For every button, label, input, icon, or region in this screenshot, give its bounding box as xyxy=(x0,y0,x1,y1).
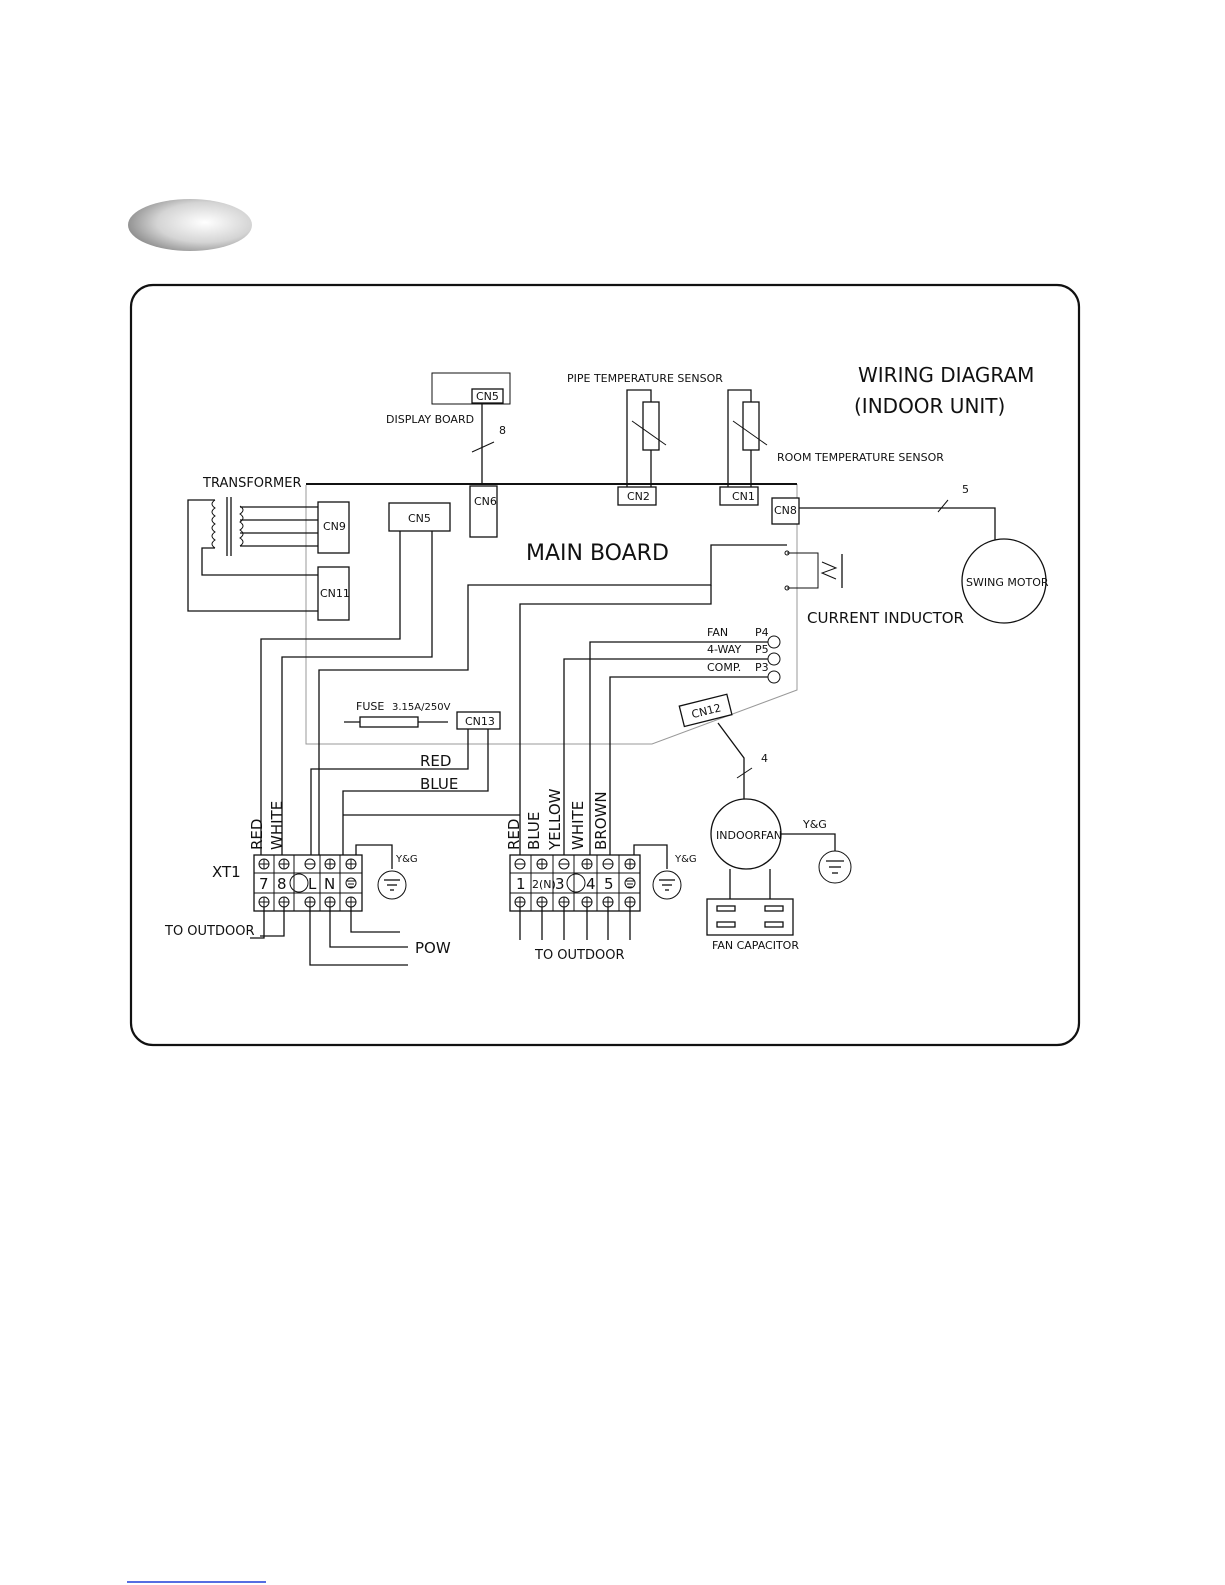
relays: FAN P4 4-WAY P5 COMP. P3 xyxy=(519,585,781,855)
cn5-display-connector: CN5 xyxy=(476,390,499,403)
main-board-label: MAIN BOARD xyxy=(526,541,669,566)
swing-motor xyxy=(961,538,1047,624)
indoor-fan-label: INDOORFAN xyxy=(716,829,782,842)
to-outdoor-right-label: TO OUTDOOR xyxy=(534,948,625,963)
left-terminal-7: 7 xyxy=(259,875,269,893)
xt1-terminal-block: XT1 RED WHITE 7 8 L N Y&G xyxy=(164,801,451,966)
relay-comp-pin: P3 xyxy=(755,661,769,674)
swing-motor-label: SWING MOTOR xyxy=(966,576,1049,589)
cn11-connector: CN11 xyxy=(320,587,350,600)
fan-yg-label: Y&G xyxy=(802,818,827,831)
display-board-label: DISPLAY BOARD xyxy=(386,413,474,426)
main-board: MAIN BOARD xyxy=(305,483,798,745)
current-inductor-label: CURRENT INDUCTOR xyxy=(807,609,964,627)
pow-label: POW xyxy=(415,939,451,957)
right-terminal-1: 1 xyxy=(516,875,526,893)
xt1-label: XT1 xyxy=(212,863,241,881)
relay-fan-label: FAN xyxy=(707,626,728,639)
cn8-connector: CN8 xyxy=(774,504,797,517)
diagram-subtitle: (INDOOR UNIT) xyxy=(854,394,1005,418)
right-wire-white: WHITE xyxy=(569,801,587,850)
right-terminal-5: 5 xyxy=(604,875,614,893)
swing-motor-circuit: CN8 5 SWING MOTOR xyxy=(771,483,1049,624)
right-wire-red: RED xyxy=(505,819,523,850)
left-wire-white: WHITE xyxy=(268,801,286,850)
right-terminal-2n: 2(N) xyxy=(532,878,556,891)
left-terminal-8: 8 xyxy=(277,875,287,893)
display-board: CN5 8 DISPLAY BOARD xyxy=(386,372,511,484)
fuse-rating: 3.15A/250V xyxy=(392,702,451,713)
fuse-label: FUSE xyxy=(356,700,384,713)
cn1-connector: CN1 xyxy=(732,490,755,503)
left-yg-label: Y&G xyxy=(395,854,418,865)
current-inductor: CURRENT INDUCTOR xyxy=(784,550,964,627)
right-yg-label: Y&G xyxy=(674,854,697,865)
pipe-temperature-sensor: PIPE TEMPERATURE SENSOR CN2 xyxy=(567,372,723,506)
left-terminal-n: N xyxy=(324,875,335,893)
relay-comp-label: COMP. xyxy=(707,661,741,674)
indoor-fan-circuit: CN12 4 INDOORFAN Y&G FAN CAPACITOR xyxy=(678,693,852,952)
cn13-circuit: CN13 RED BLUE xyxy=(310,711,520,855)
left-wire-red: RED xyxy=(248,819,266,850)
cn5-board-connector: CN5 xyxy=(408,512,431,525)
outdoor-terminal-block: RED BLUE YELLOW WHITE BROWN 1 xyxy=(505,788,697,963)
right-wire-brown: BROWN xyxy=(592,791,610,850)
fan-capacitor-label: FAN CAPACITOR xyxy=(712,939,799,952)
fan-wire-count: 4 xyxy=(761,752,768,765)
fan-capacitor xyxy=(706,898,794,936)
room-sensor-label: ROOM TEMPERATURE SENSOR xyxy=(777,451,944,464)
left-wiring xyxy=(260,531,787,855)
fuse: FUSE 3.15A/250V xyxy=(344,700,451,728)
relay-4way-pin: P5 xyxy=(755,643,769,656)
relay-4way-label: 4-WAY xyxy=(707,643,741,656)
right-wire-yellow: YELLOW xyxy=(546,788,564,851)
blue-wire-label: BLUE xyxy=(420,775,458,793)
transformer: TRANSFORMER CN9 CN11 xyxy=(187,476,350,621)
cn2-connector: CN2 xyxy=(627,490,650,503)
cn6-connector: CN6 xyxy=(474,495,497,508)
room-temperature-sensor: CN1 ROOM TEMPERATURE SENSOR xyxy=(719,389,944,506)
transformer-label: TRANSFORMER xyxy=(202,476,302,491)
swing-wire-count: 5 xyxy=(962,483,969,496)
section-marker xyxy=(128,199,252,251)
diagram-title: WIRING DIAGRAM xyxy=(858,363,1034,387)
right-terminal-3: 3 xyxy=(555,875,565,893)
cn13-connector: CN13 xyxy=(465,715,495,728)
diagram-frame xyxy=(129,283,1081,1047)
to-outdoor-left-label: TO OUTDOOR xyxy=(164,924,255,939)
pipe-sensor-label: PIPE TEMPERATURE SENSOR xyxy=(567,372,723,385)
relay-fan-pin: P4 xyxy=(755,626,769,639)
display-wire-count: 8 xyxy=(499,424,506,437)
right-terminal-4: 4 xyxy=(586,875,596,893)
left-terminal-l: L xyxy=(308,875,317,893)
red-wire-label: RED xyxy=(420,752,451,770)
cn9-connector: CN9 xyxy=(323,520,346,533)
right-wire-blue: BLUE xyxy=(525,812,543,850)
